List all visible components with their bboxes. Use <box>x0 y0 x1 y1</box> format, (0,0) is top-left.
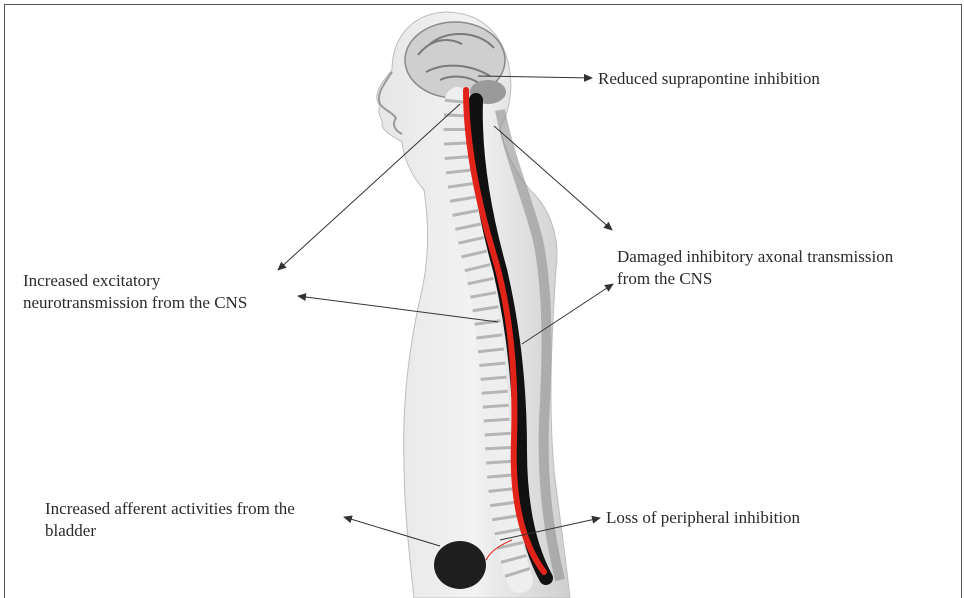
label-reduced-suprapontine-inhibition: Reduced suprapontine inhibition <box>598 68 820 90</box>
label-damaged-line-2: from the CNS <box>617 268 893 290</box>
label-afferent-line-2: bladder <box>45 520 295 542</box>
label-increased-excitatory-neurotransmission: Increased excitatory neurotransmission f… <box>23 270 247 314</box>
label-damaged-line-1: Damaged inhibitory axonal transmission <box>617 246 893 268</box>
label-excit-line-2: neurotransmission from the CNS <box>23 292 247 314</box>
label-afferent-line-1: Increased afferent activities from the <box>45 498 295 520</box>
label-excit-line-1: Increased excitatory <box>23 270 247 292</box>
label-damaged-inhibitory-transmission: Damaged inhibitory axonal transmission f… <box>617 246 893 290</box>
label-loss-of-peripheral-inhibition: Loss of peripheral inhibition <box>606 507 800 529</box>
label-increased-afferent-activities: Increased afferent activities from the b… <box>45 498 295 542</box>
bladder <box>434 541 486 589</box>
